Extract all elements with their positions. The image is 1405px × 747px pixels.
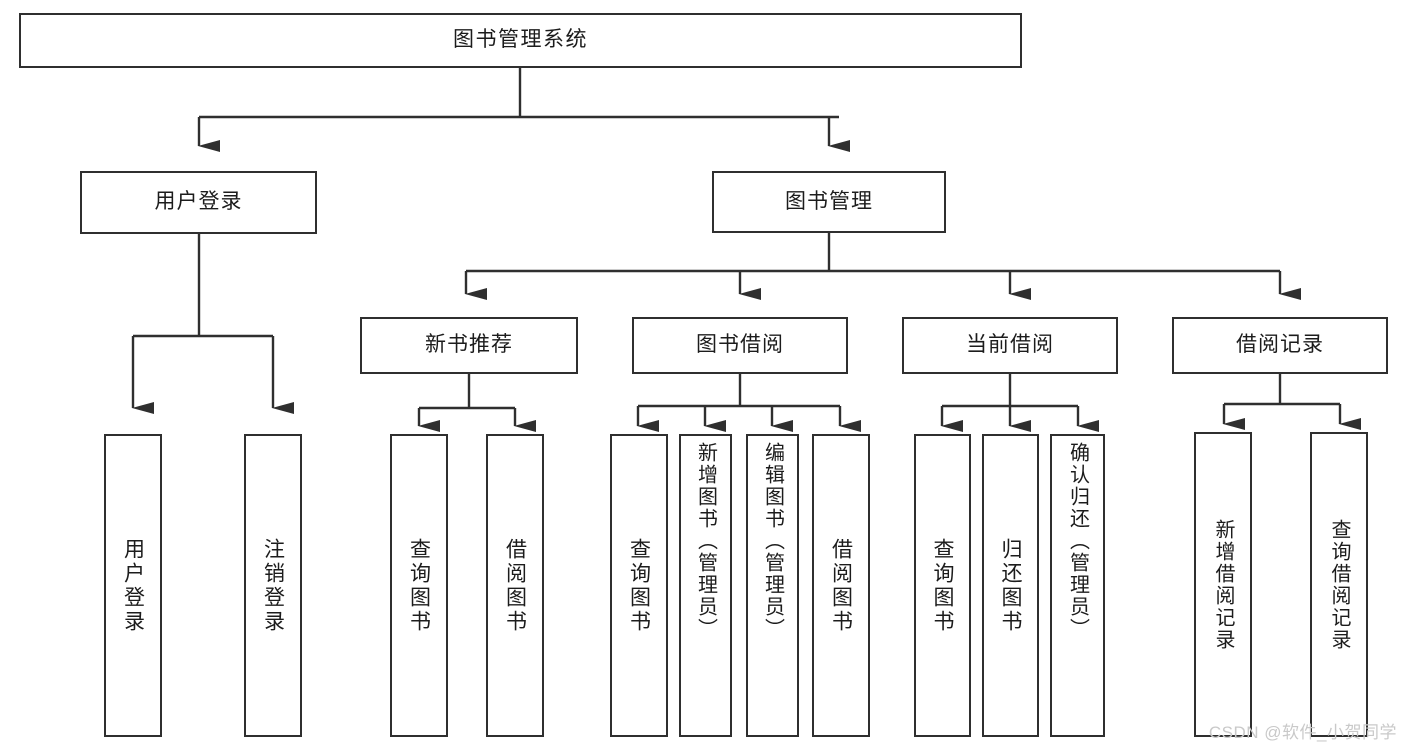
leaf-borrow-book[interactable]: 借阅图书: [812, 434, 870, 737]
leaf-edit-book-admin[interactable]: 编辑图书（管理员）: [746, 434, 799, 737]
leaf-user-login[interactable]: 用户登录: [104, 434, 162, 737]
leaf-borrow-book-new[interactable]: 借阅图书: [486, 434, 544, 737]
node-label: 注销登录: [261, 537, 285, 634]
node-label: 借阅图书: [503, 537, 527, 634]
node-label: 编辑图书（管理员）: [761, 442, 784, 640]
node-label: 图书借阅: [696, 333, 784, 357]
node-label: 查询图书: [931, 537, 954, 634]
node-label: 当前借阅: [966, 333, 1054, 357]
node-label: 图书管理: [785, 189, 873, 213]
node-label: 查询图书: [627, 537, 651, 634]
node-label: 新增借阅记录: [1212, 518, 1234, 651]
leaf-query-book-new[interactable]: 查询图书: [390, 434, 448, 737]
node-book-management[interactable]: 图书管理: [712, 171, 946, 233]
leaf-query-borrow-record[interactable]: 查询借阅记录: [1310, 432, 1368, 737]
node-label: 新增图书（管理员）: [694, 442, 717, 640]
node-label: 借阅记录: [1236, 333, 1324, 357]
leaf-return-book[interactable]: 归还图书: [982, 434, 1039, 737]
node-label: 确认归还（管理员）: [1066, 442, 1089, 640]
node-current-borrowing[interactable]: 当前借阅: [902, 317, 1118, 374]
node-user-login[interactable]: 用户登录: [80, 171, 317, 234]
leaf-query-book-borrow[interactable]: 查询图书: [610, 434, 668, 737]
node-borrowing-records[interactable]: 借阅记录: [1172, 317, 1388, 374]
node-label: 用户登录: [154, 190, 243, 214]
leaf-add-borrow-record[interactable]: 新增借阅记录: [1194, 432, 1252, 737]
node-new-book-recommendation[interactable]: 新书推荐: [360, 317, 578, 374]
node-label: 查询借阅记录: [1328, 518, 1350, 651]
node-label: 查询图书: [407, 537, 431, 634]
node-label: 用户登录: [121, 537, 145, 634]
node-label: 归还图书: [999, 537, 1022, 634]
leaf-add-book-admin[interactable]: 新增图书（管理员）: [679, 434, 732, 737]
node-label: 新书推荐: [425, 333, 513, 357]
node-label: 借阅图书: [829, 537, 853, 634]
node-label: 图书管理系统: [453, 28, 588, 52]
leaf-confirm-return-admin[interactable]: 确认归还（管理员）: [1050, 434, 1105, 737]
leaf-logout[interactable]: 注销登录: [244, 434, 302, 737]
node-book-borrowing[interactable]: 图书借阅: [632, 317, 848, 374]
node-root-book-management-system[interactable]: 图书管理系统: [19, 13, 1022, 68]
leaf-query-book-current[interactable]: 查询图书: [914, 434, 971, 737]
